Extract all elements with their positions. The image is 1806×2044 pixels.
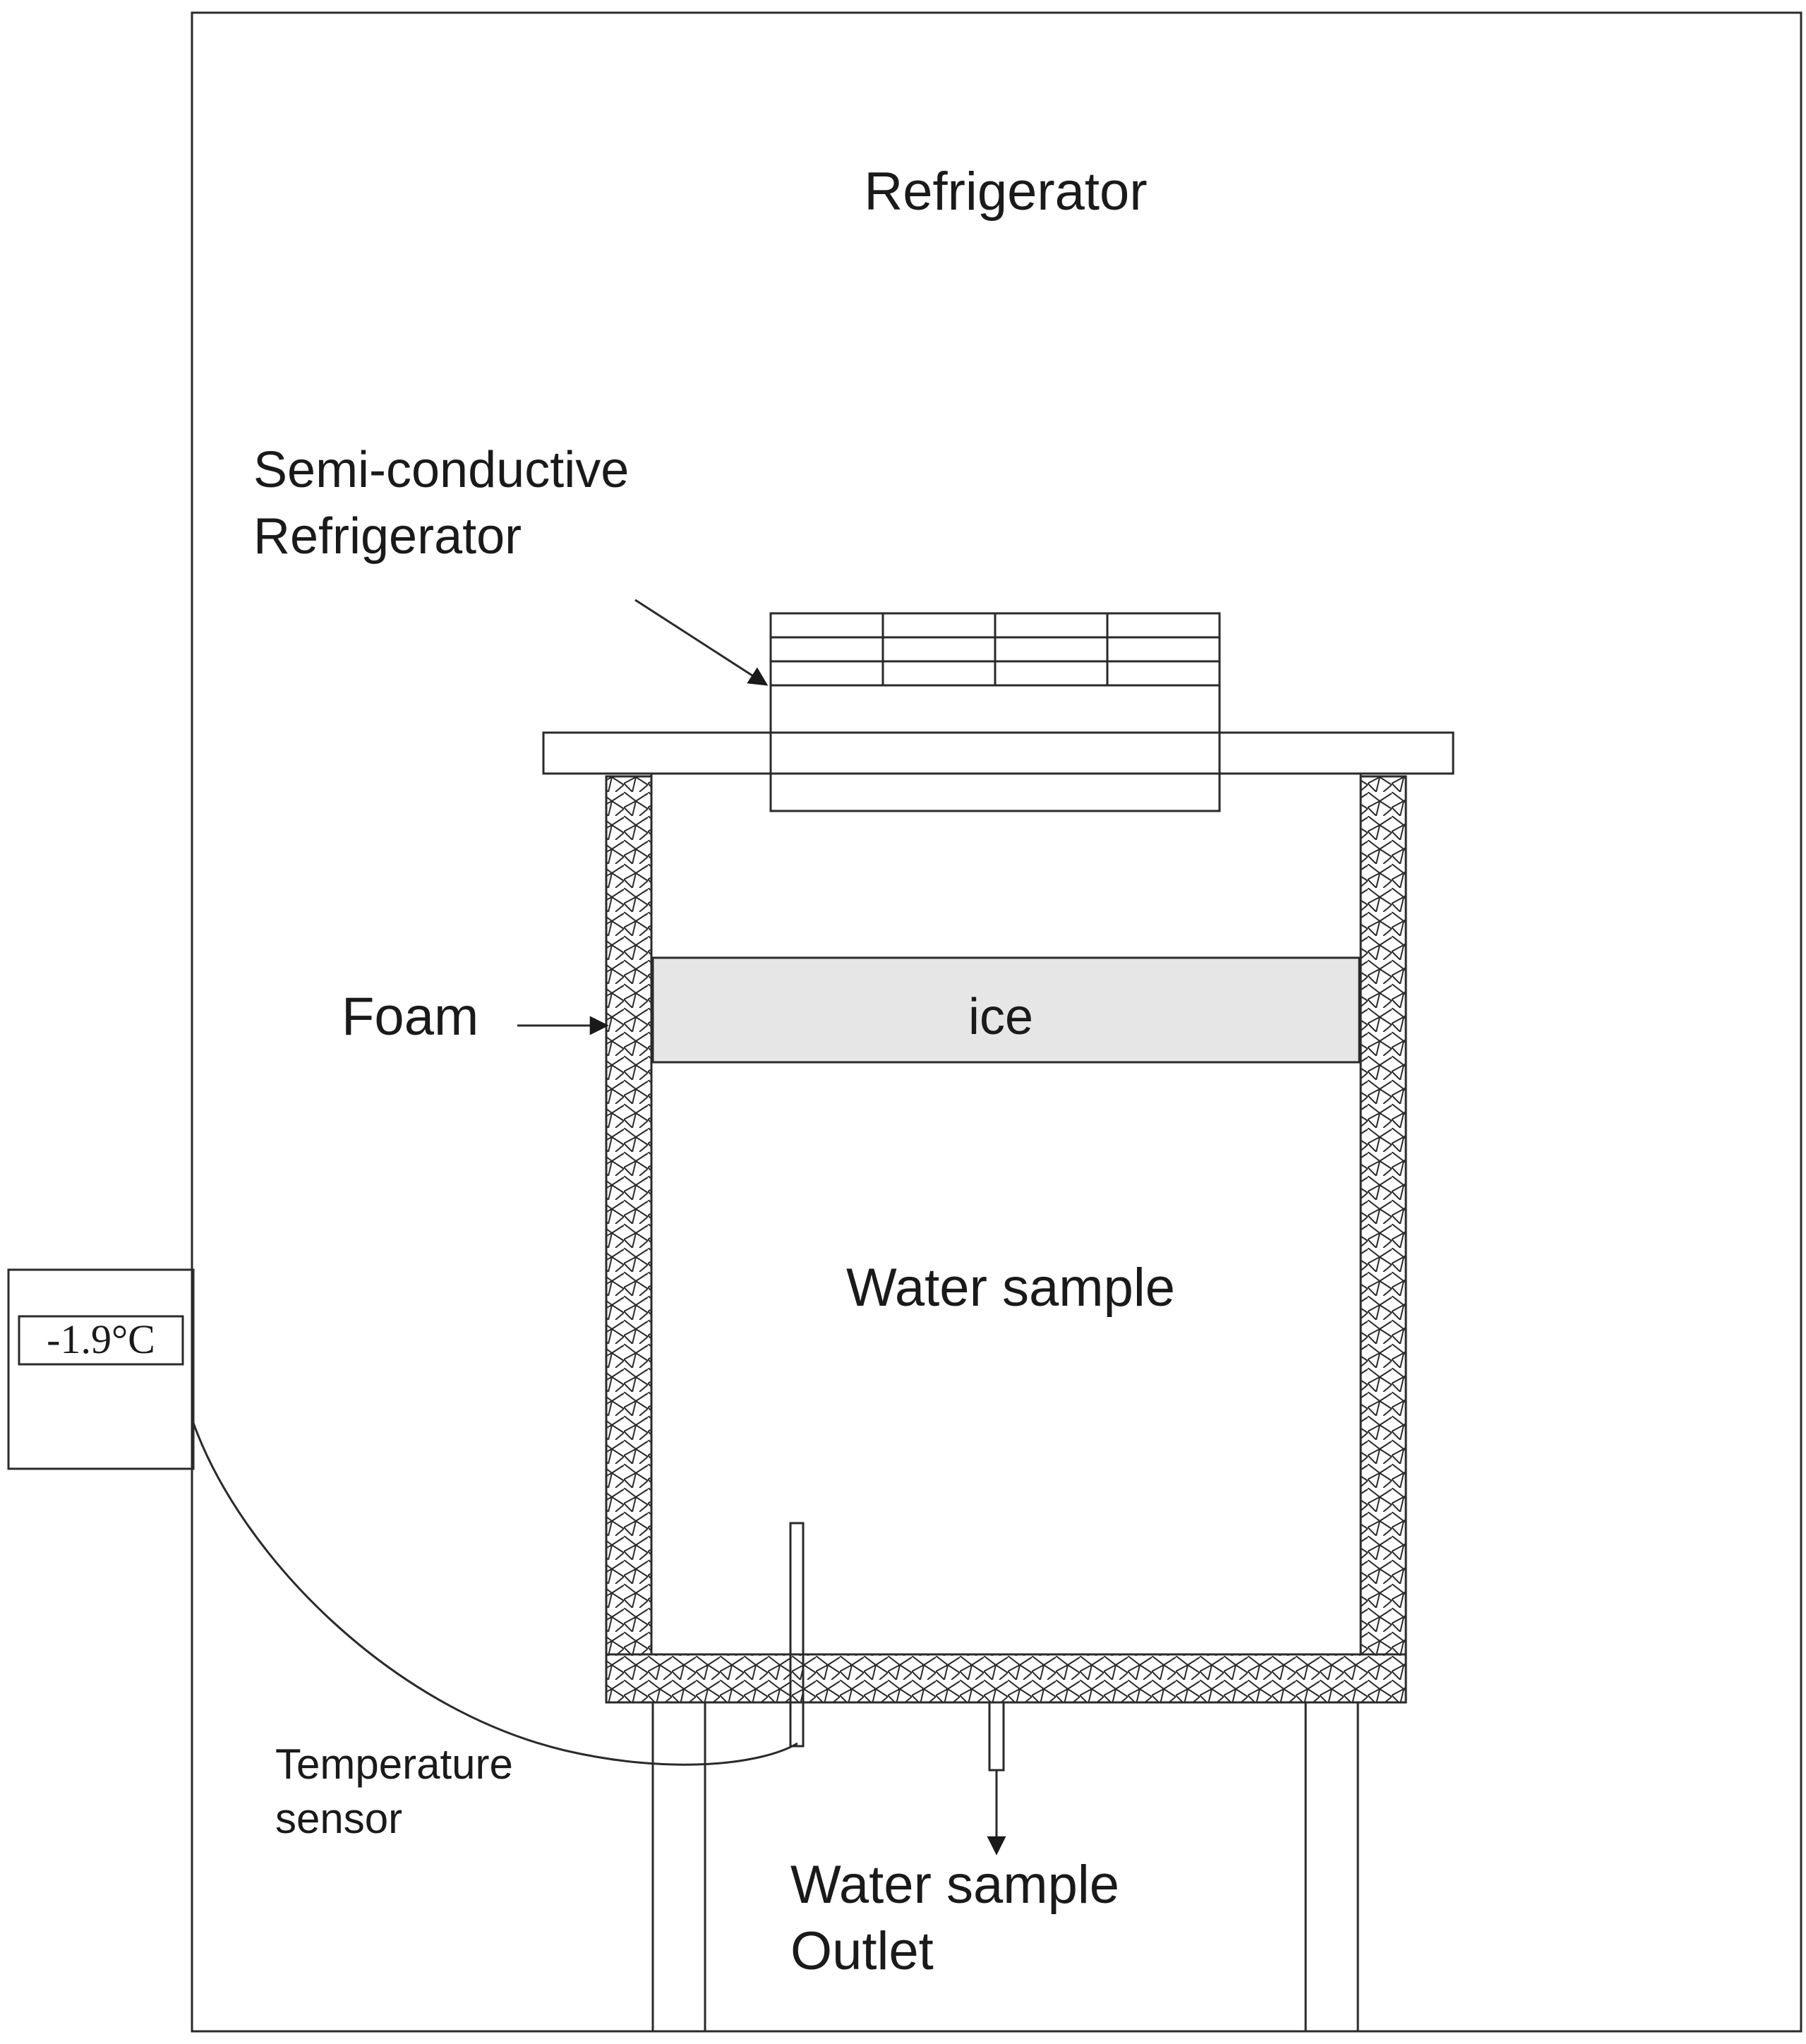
sensor-cable	[192, 1422, 798, 1766]
refrigerator-label: Refrigerator	[864, 162, 1147, 222]
foam-wall-right	[1359, 775, 1407, 1667]
temperature-sensor-probe	[789, 1522, 805, 1748]
inner-container	[650, 772, 1362, 1656]
semi-conductive-label-line2: Refrigerator	[253, 508, 522, 565]
support-leg-left	[651, 1701, 706, 2033]
semi-conductive-refrigerator	[769, 612, 1221, 812]
container-lid	[542, 731, 1455, 775]
foam-bottom	[605, 1653, 1407, 1704]
temperature-sensor-label-line1: Temperature	[275, 1741, 513, 1788]
foam-label: Foam	[342, 987, 478, 1047]
thermometer-display	[18, 1315, 184, 1366]
semi-conductive-arrow	[634, 599, 769, 686]
outlet-label-line2: Outlet	[790, 1921, 934, 1981]
outlet-pipe	[988, 1701, 1005, 1772]
thermometer-box	[7, 1268, 195, 1470]
outlet-label-line1: Water sample	[790, 1855, 1119, 1915]
foam-wall-left	[605, 775, 653, 1667]
ice-label: ice	[968, 989, 1033, 1045]
semi-conductive-label-line1: Semi-conductive	[253, 442, 629, 498]
water-sample-label: Water sample	[846, 1258, 1175, 1318]
ice-layer	[651, 956, 1361, 1064]
thermometer-reading: -1.9°C	[47, 1316, 155, 1362]
refrigerator-cabinet	[191, 11, 1802, 2033]
temperature-sensor-label-line2: sensor	[275, 1795, 402, 1842]
support-leg-right	[1304, 1701, 1359, 2033]
